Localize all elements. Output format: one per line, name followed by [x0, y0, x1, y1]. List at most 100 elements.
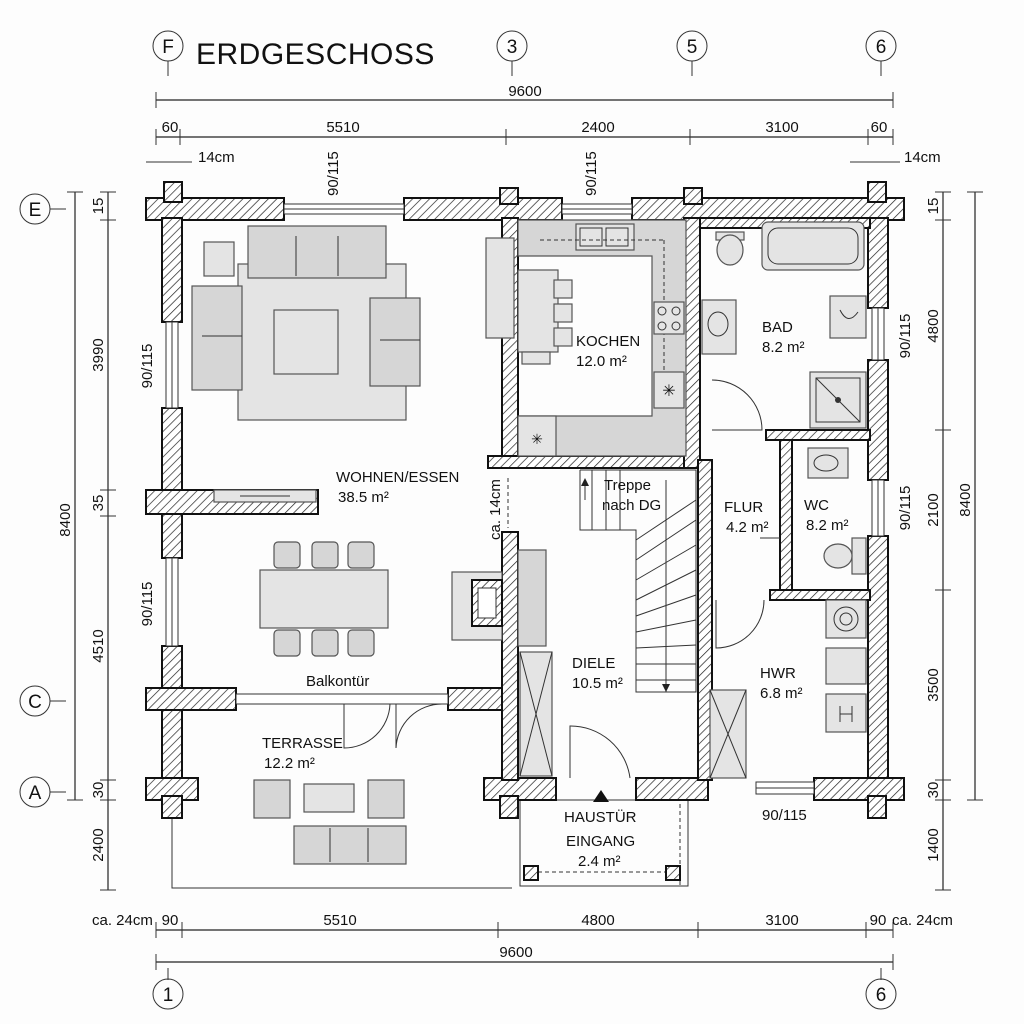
bad-name: BAD	[762, 319, 793, 336]
dining-furniture	[259, 541, 389, 657]
top-total-label: 9600	[508, 83, 541, 100]
room-diele-label: DIELE 10.5 m²	[572, 655, 623, 692]
window-right-1-label: 90/115	[897, 314, 914, 359]
drawing-title: ERDGESCHOSS	[196, 38, 435, 71]
living-furniture	[191, 225, 421, 503]
bottom-seg-5: 90	[870, 912, 887, 929]
top-seg-2: 5510	[326, 119, 359, 136]
wall-right-label: 14cm	[904, 149, 941, 166]
grid-label-a: A	[19, 776, 66, 808]
entrance-arrow-icon	[593, 790, 609, 802]
grid-label-1-text: 1	[163, 985, 174, 1006]
hwr-name: HWR	[760, 665, 796, 682]
grid-label-5: 5	[676, 30, 708, 76]
right-seg-2: 4800	[925, 309, 942, 342]
bottom-right-note: ca. 24cm	[892, 912, 953, 929]
grid-label-f: F	[152, 30, 184, 76]
window-right-2-label: 90/115	[897, 486, 914, 531]
fireplace	[451, 571, 503, 641]
grid-label-6-top: 6	[865, 30, 897, 76]
hwr-fixtures	[825, 599, 867, 733]
terrasse-label: TERRASSE 12.2 m²	[262, 735, 343, 772]
grid-label-6-bottom: 6	[865, 968, 897, 1010]
bottom-left-note: ca. 24cm	[92, 912, 153, 929]
top-seg-4: 3100	[765, 119, 798, 136]
top-seg-3: 2400	[581, 119, 614, 136]
left-seg-6: 2400	[90, 828, 107, 861]
room-wohnen-label: WOHNEN/ESSEN 38.5 m²	[336, 469, 459, 506]
bottom-total-label: 9600	[499, 944, 532, 961]
left-seg-1: 15	[90, 198, 107, 215]
right-dimension-total: 8400	[957, 191, 983, 801]
wohnen-area: 38.5 m²	[338, 489, 389, 506]
right-seg-5: 30	[925, 782, 942, 799]
kitchen-furniture: ✳ ✳	[485, 219, 687, 457]
left-seg-3: 35	[90, 495, 107, 512]
walls	[145, 181, 905, 819]
right-total-label: 8400	[957, 483, 974, 516]
right-seg-1: 15	[925, 198, 942, 215]
diele-cabinets	[517, 549, 747, 779]
grid-label-f-text: F	[162, 37, 174, 58]
eingang-line2: EINGANG	[566, 833, 635, 850]
bad-area: 8.2 m²	[762, 339, 805, 356]
wall-left-label: 14cm	[198, 149, 235, 166]
wc-area: 8.2 m²	[806, 517, 849, 534]
top-seg-1: 60	[162, 119, 179, 136]
room-wc-label: WC 8.2 m²	[804, 497, 849, 534]
left-seg-2: 3990	[90, 338, 107, 371]
window-bottom-label: 90/115	[762, 807, 807, 824]
bottom-seg-1: 90	[162, 912, 179, 929]
diele-name: DIELE	[572, 655, 615, 672]
wc-fixtures	[807, 447, 867, 575]
kitchen-star-icon-2: ✳	[531, 431, 543, 447]
eingang-line1: HAUSTÜR	[564, 808, 637, 826]
left-seg-5: 30	[90, 782, 107, 799]
terrace-furniture	[253, 779, 407, 865]
left-dimension-total: 8400	[57, 191, 83, 801]
window-top-1-label: 90/115	[325, 151, 342, 196]
treppe-label: Treppe nach DG	[602, 477, 661, 514]
balkontuer-label: Balkontür	[306, 673, 369, 690]
window-top-2-label: 90/115	[583, 151, 600, 196]
bottom-seg-4: 3100	[765, 912, 798, 929]
kochen-name: KOCHEN	[576, 333, 640, 350]
right-dimension-segments: 15 4800 2100 3500 30 1400	[925, 191, 951, 891]
inner-wall-label: ca. 14cm	[487, 479, 504, 540]
diele-area: 10.5 m²	[572, 675, 623, 692]
room-hwr-label: HWR 6.8 m²	[760, 665, 803, 702]
staircase	[579, 469, 697, 693]
windows	[165, 203, 885, 795]
right-seg-3: 2100	[925, 493, 942, 526]
left-seg-4: 4510	[90, 629, 107, 662]
eingang-area: 2.4 m²	[578, 853, 621, 870]
grid-label-3: 3	[496, 30, 528, 76]
terrasse-area: 12.2 m²	[264, 755, 315, 772]
window-left-2-label: 90/115	[139, 582, 156, 627]
terrace-area	[171, 800, 512, 889]
grid-label-1: 1	[152, 968, 184, 1010]
kochen-area: 12.0 m²	[576, 353, 627, 370]
grid-label-a-text: A	[29, 783, 42, 804]
right-seg-6: 1400	[925, 828, 942, 861]
room-bad-label: BAD 8.2 m²	[762, 319, 805, 356]
grid-label-6-top-text: 6	[876, 37, 887, 58]
window-left-1-label: 90/115	[139, 344, 156, 389]
bathroom-fixtures	[701, 221, 867, 429]
grid-label-3-text: 3	[507, 37, 518, 58]
room-kochen-label: KOCHEN 12.0 m²	[576, 333, 640, 370]
room-flur-label: FLUR 4.2 m²	[724, 499, 769, 536]
treppe-line1: Treppe	[604, 477, 651, 494]
flur-name: FLUR	[724, 499, 763, 516]
grid-label-5-text: 5	[687, 37, 698, 58]
terrasse-name: TERRASSE	[262, 735, 343, 752]
doors	[343, 379, 780, 779]
grid-label-e: E	[19, 193, 66, 225]
kitchen-star-icon: ✳	[662, 383, 675, 400]
top-dimension-total: 9600	[155, 83, 894, 108]
top-dimension-segments: 60 5510 2400 3100 60	[155, 119, 894, 145]
bottom-seg-2: 5510	[323, 912, 356, 929]
bottom-dimension-total: 9600	[155, 944, 894, 970]
eingang-label: HAUSTÜR EINGANG 2.4 m²	[564, 808, 637, 870]
